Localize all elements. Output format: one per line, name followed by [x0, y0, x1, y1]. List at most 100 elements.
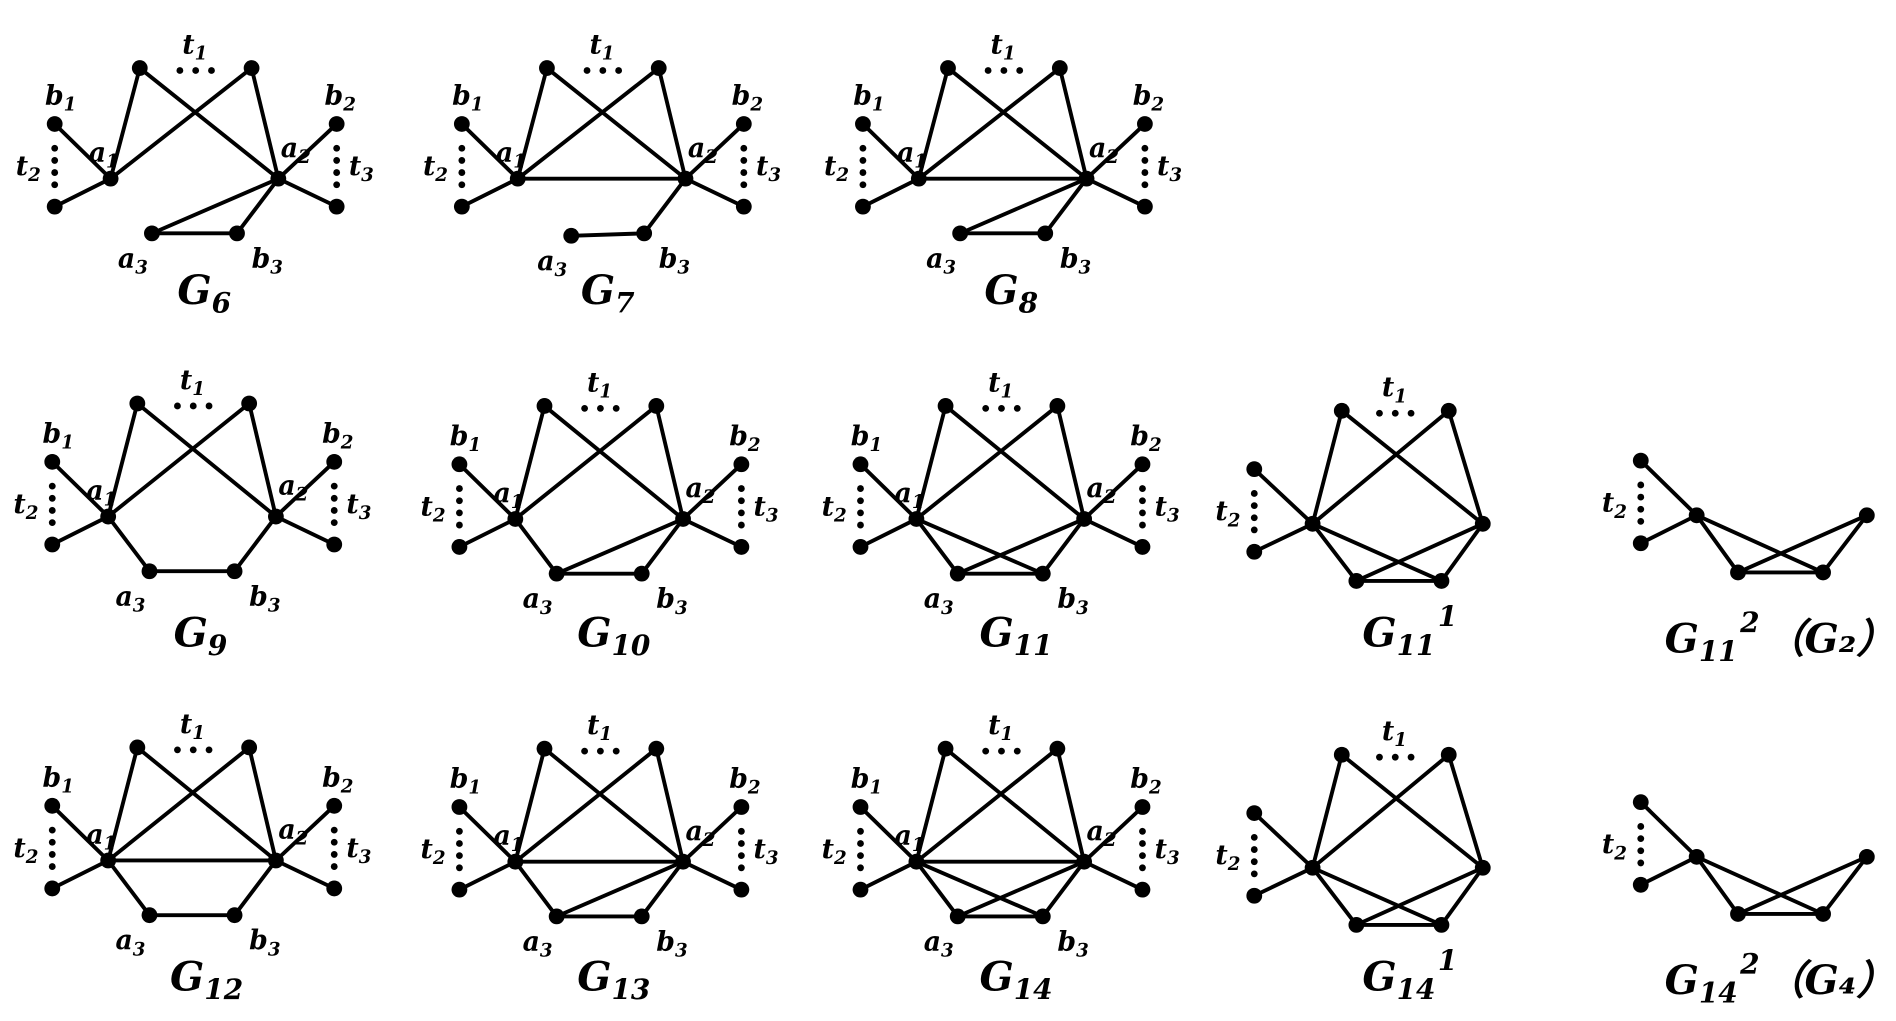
label-b1: b1	[450, 764, 481, 799]
ellipsis-t3-dot	[1141, 157, 1149, 164]
ellipsis-t2-dot	[1250, 858, 1258, 866]
vertex-c2	[326, 536, 343, 553]
label-b3-sub: 3	[1076, 941, 1089, 962]
edge	[1354, 521, 1485, 583]
edge	[1638, 854, 1699, 887]
ellipsis-t2-dot	[1637, 481, 1645, 489]
edge	[513, 746, 547, 864]
label-a3: a3	[115, 581, 145, 616]
label-t2-sub: 2	[1613, 843, 1627, 864]
edge	[50, 514, 111, 547]
edge	[457, 859, 518, 892]
label-t3: t3	[1157, 151, 1182, 186]
label-b1: b1	[45, 81, 76, 116]
ellipsis-t3-dot	[1139, 840, 1146, 847]
label-t2-sub: 2	[432, 848, 446, 869]
vertex-a1	[509, 170, 526, 187]
vertex-c1	[1632, 535, 1649, 552]
label-t2-sub: 2	[27, 165, 41, 186]
label-a2: a2	[685, 473, 715, 508]
edge	[1736, 854, 1869, 916]
edge	[273, 803, 337, 863]
vertex-a2	[1078, 170, 1095, 187]
ellipsis-t1-dot	[1016, 67, 1024, 74]
edge	[247, 745, 278, 863]
ellipsis-t2-dot	[1637, 517, 1645, 525]
vertex-b1	[44, 453, 61, 470]
vertex-a2	[675, 511, 691, 527]
caption-sup: 2	[1739, 948, 1759, 981]
ellipsis-t2-dot	[456, 485, 463, 492]
edge	[513, 403, 659, 521]
ellipsis-t3-dot	[1139, 852, 1146, 860]
edge	[513, 859, 559, 919]
vertex-u1	[131, 60, 148, 76]
label-t1-sub: 1	[599, 381, 612, 402]
vertex-r	[1858, 507, 1875, 524]
caption-sub: 9	[208, 629, 227, 662]
ellipsis-t1-dot	[581, 747, 589, 755]
graph-g11b: t2	[1602, 452, 1875, 581]
label-b3: b3	[1057, 584, 1088, 619]
edge	[513, 403, 547, 521]
edge	[683, 122, 746, 181]
vertex-b1	[1246, 461, 1263, 478]
vertex-a2	[270, 170, 287, 187]
label-b2-sub: 2	[1148, 778, 1162, 799]
vertex-c1	[46, 198, 63, 215]
label-a2-sub: 2	[297, 147, 311, 168]
label-b1-main: b	[450, 764, 469, 795]
ellipsis-t3-dot	[330, 507, 338, 514]
label-t1: t1	[180, 365, 205, 400]
label-b1-main: b	[851, 421, 870, 452]
label-b2-sub: 2	[342, 95, 356, 116]
label-t3: t3	[346, 833, 371, 868]
label-b2-main: b	[1133, 81, 1152, 112]
vertex-u1	[129, 395, 146, 412]
label-a1: a1	[895, 821, 925, 856]
caption-g12: G12	[170, 954, 243, 1007]
vertex-b3	[633, 908, 650, 925]
caption-main: G	[170, 954, 204, 1001]
ellipsis-t3-dot	[333, 181, 341, 189]
label-t3-sub: 3	[1169, 165, 1182, 186]
graph-caption: G142（G₄）	[1665, 948, 1896, 1010]
label-b3: b3	[252, 243, 283, 278]
label-b2: b2	[729, 764, 760, 799]
graph-caption: G8	[984, 267, 1038, 320]
label-t3-main: t	[756, 151, 769, 182]
edge	[860, 122, 921, 181]
caption-g14: G14	[979, 954, 1052, 1007]
edge	[1055, 746, 1087, 864]
label-t2: t2	[1215, 840, 1240, 875]
label-a3-sub: 3	[941, 598, 954, 619]
caption-main: G	[1665, 957, 1699, 1004]
vertex-u2	[1051, 60, 1068, 76]
label-b1-sub: 1	[64, 95, 77, 116]
vertex-b1	[451, 799, 468, 815]
vertex-b3	[636, 225, 653, 242]
label-a3: a3	[118, 243, 148, 278]
vertex-a3	[1348, 917, 1365, 933]
label-b1: b1	[43, 418, 74, 453]
vertex-u2	[1049, 398, 1066, 414]
ellipsis-t2-dot	[456, 840, 463, 847]
label-a1-sub: 1	[511, 835, 524, 856]
vertex-c1	[1246, 543, 1263, 560]
label-a2-sub: 2	[295, 829, 309, 850]
label-t1-main: t	[587, 367, 600, 398]
label-b2: b2	[732, 81, 763, 116]
ellipsis-t3-dot	[333, 144, 341, 152]
ellipsis-t1-dot	[998, 404, 1005, 412]
ellipsis-t2-dot	[1250, 502, 1258, 510]
label-b1: b1	[43, 762, 74, 797]
label-a3-sub: 3	[941, 941, 954, 962]
label-b1-sub: 1	[872, 95, 885, 116]
edge	[1252, 865, 1315, 898]
edge	[135, 401, 278, 519]
vertex-a3	[548, 908, 565, 925]
edge	[1439, 865, 1485, 927]
vertex-a1	[102, 170, 119, 187]
